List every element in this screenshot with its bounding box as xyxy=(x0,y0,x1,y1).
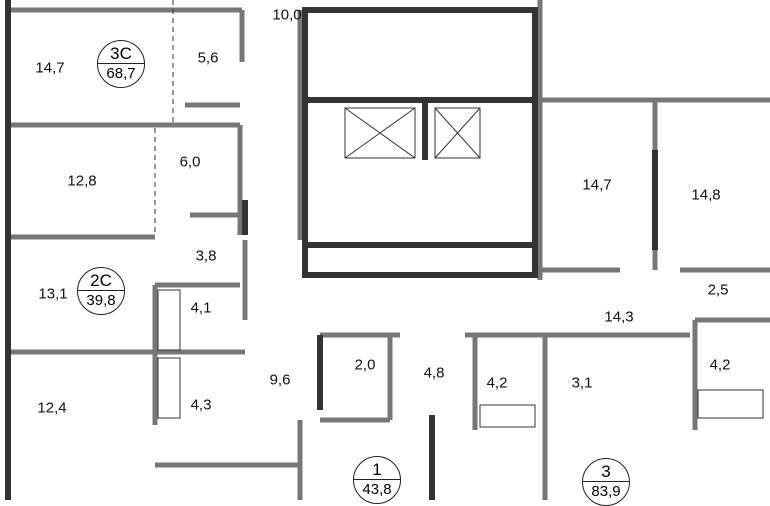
room-area: 14,7 xyxy=(35,59,65,77)
room-area: 10,0 xyxy=(272,6,302,24)
apartment-area: 83,9 xyxy=(591,483,621,500)
room-area: 4,8 xyxy=(423,364,445,382)
apartment-area: 68,7 xyxy=(106,65,136,82)
room-area: 14,7 xyxy=(582,176,612,194)
room-area: 4,2 xyxy=(486,374,508,392)
room-area: 14,3 xyxy=(604,308,634,326)
room-area: 9,6 xyxy=(269,371,291,389)
room-area: 2,0 xyxy=(354,356,376,374)
apartment-type: 3С xyxy=(98,41,144,64)
apartment-type: 3 xyxy=(583,459,629,482)
apartment-type: 2С xyxy=(78,268,124,291)
room-area: 14,8 xyxy=(691,186,721,204)
room-area: 2,5 xyxy=(707,281,729,299)
room-area: 4,3 xyxy=(190,396,212,414)
apartment-type: 1 xyxy=(354,457,400,480)
room-area: 13,1 xyxy=(38,285,68,303)
room-area: 12,4 xyxy=(37,399,67,417)
room-area: 3,8 xyxy=(195,247,217,265)
room-area: 12,8 xyxy=(67,172,97,190)
apartment-area: 39,8 xyxy=(86,292,116,309)
room-area: 4,2 xyxy=(709,356,731,374)
room-area: 6,0 xyxy=(179,153,201,171)
room-area: 3,1 xyxy=(571,374,593,392)
room-area: 4,1 xyxy=(190,299,212,317)
room-area: 5,6 xyxy=(197,49,219,67)
apartment-area: 43,8 xyxy=(362,481,392,498)
